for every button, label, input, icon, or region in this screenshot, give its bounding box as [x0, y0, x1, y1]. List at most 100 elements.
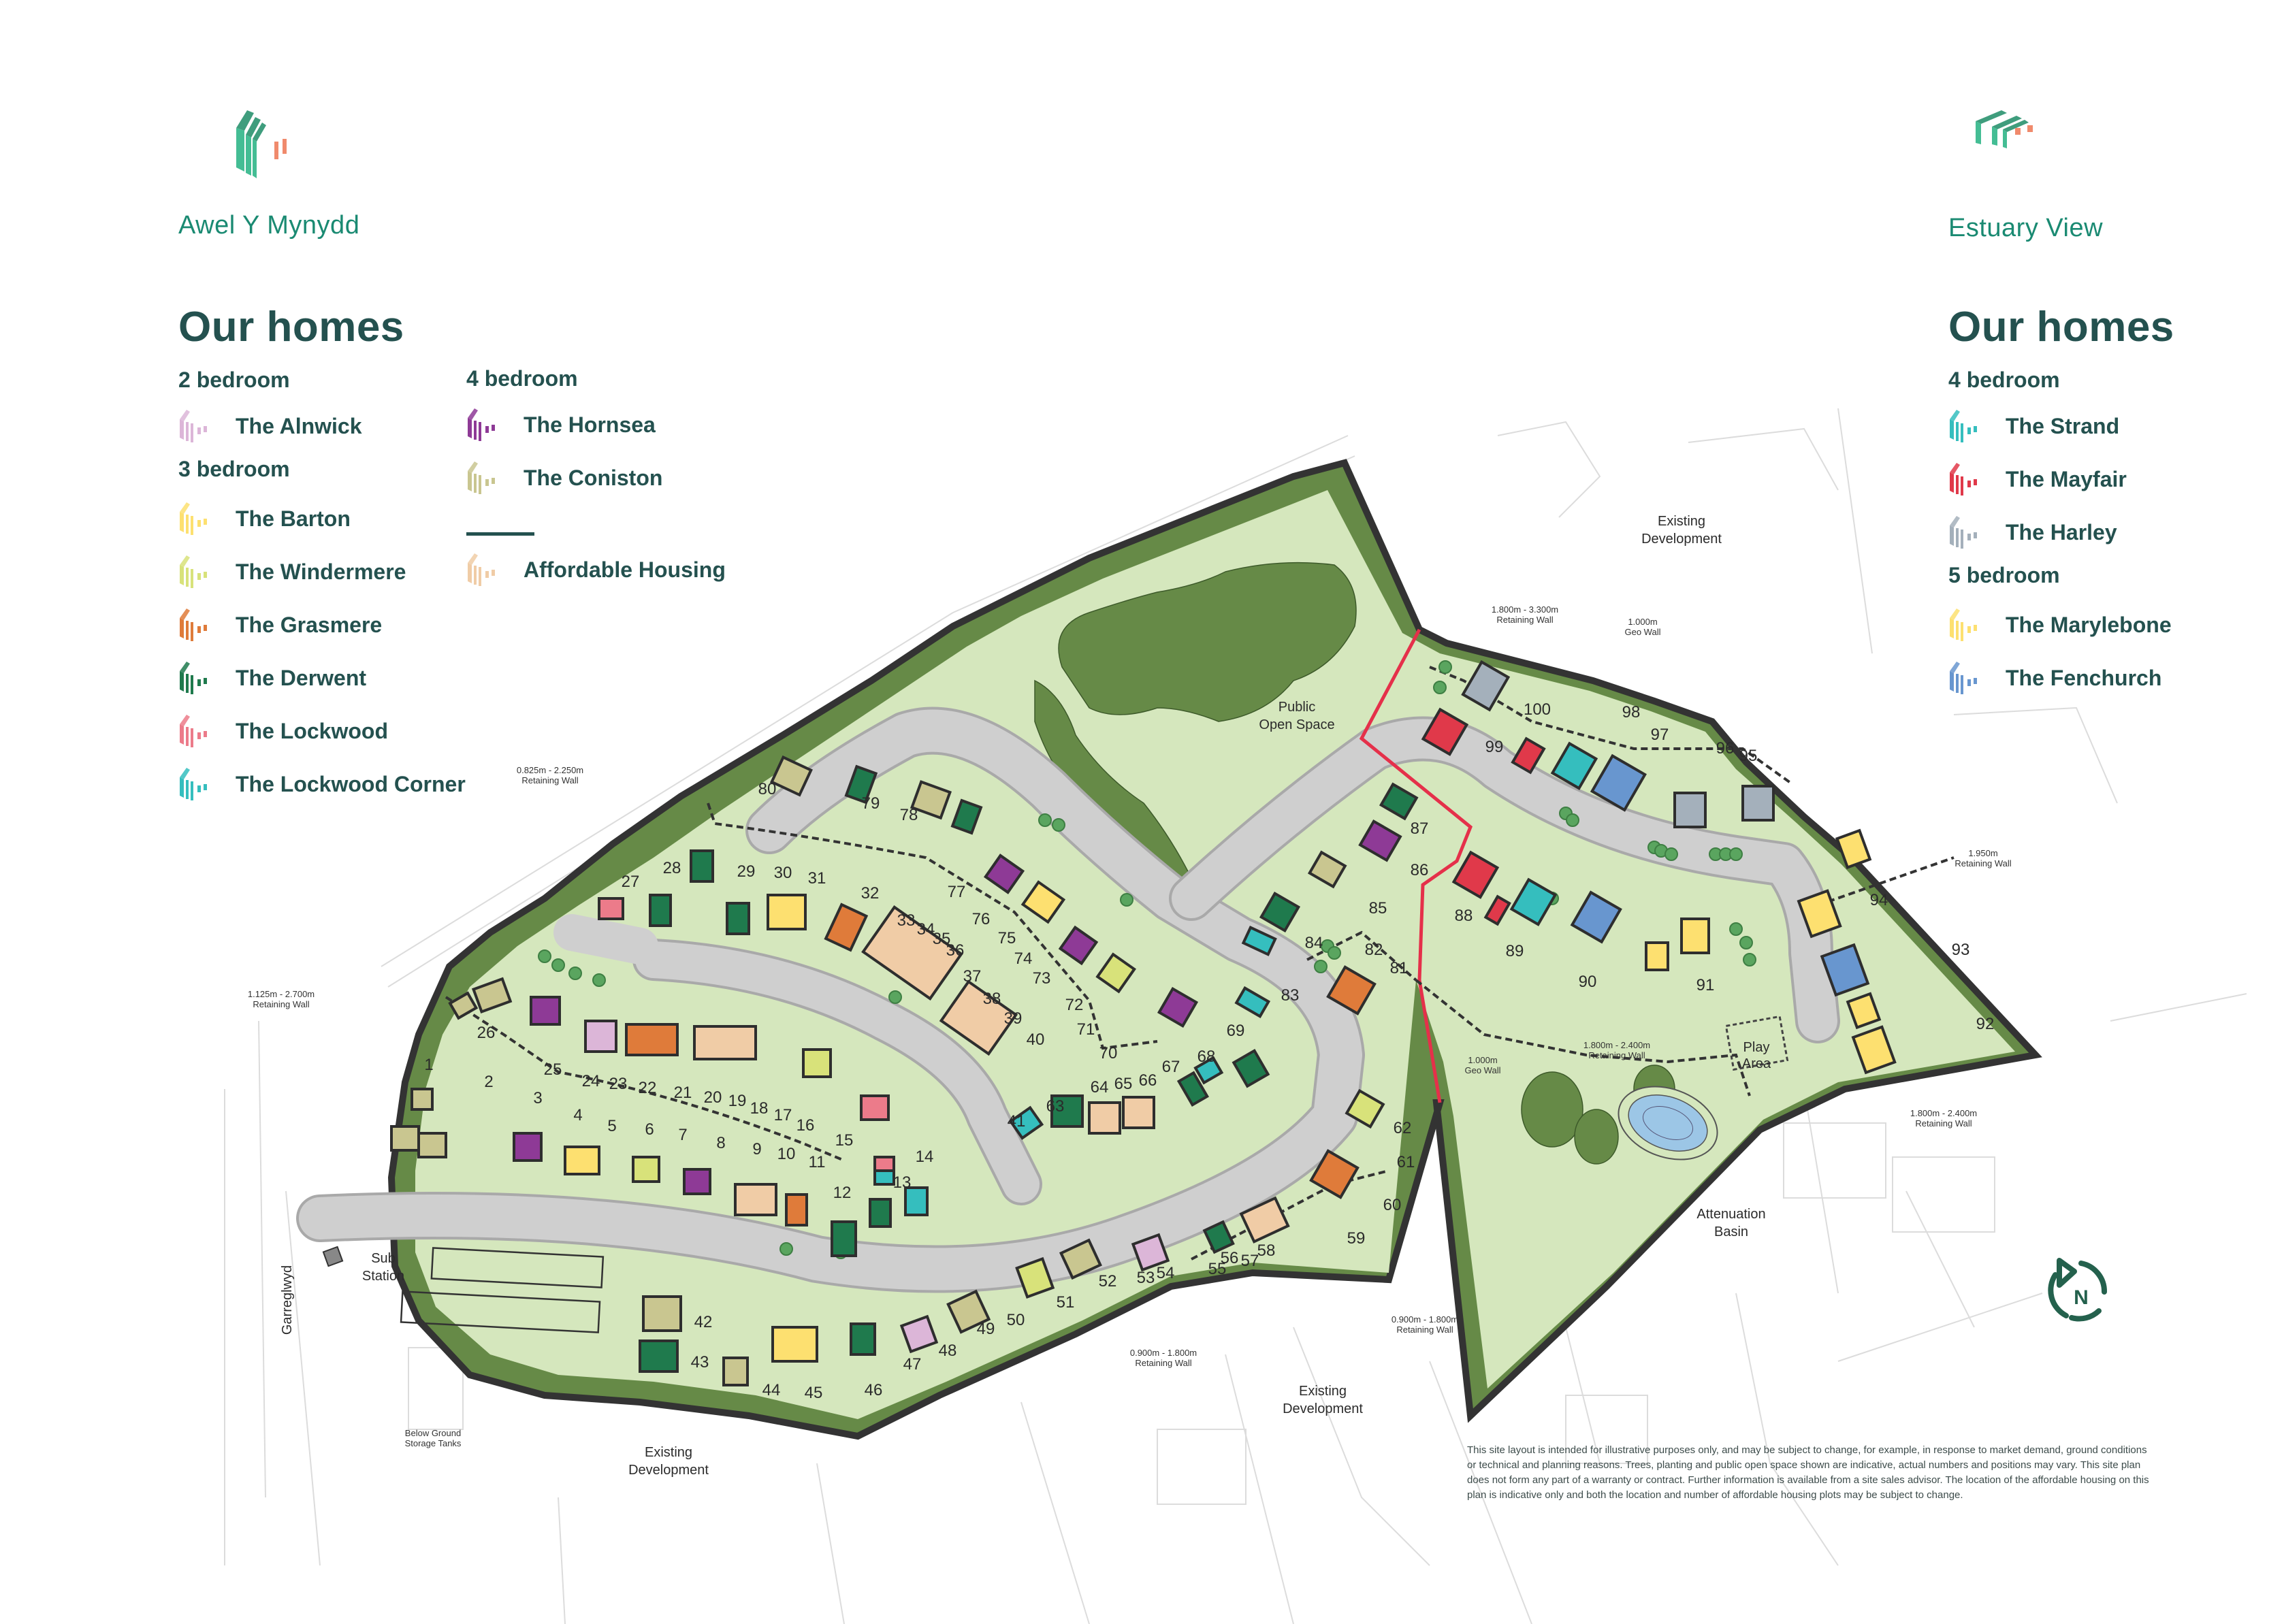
disclaimer-text: This site layout is intended for illustr… [1467, 1444, 2149, 1501]
plot-number: 4 [573, 1106, 582, 1124]
plot-number: 12 [833, 1184, 852, 1202]
north-arrow-compass: N [2046, 1251, 2121, 1329]
house-icon [178, 766, 226, 802]
plot-number: 92 [1976, 1015, 1995, 1033]
plot-number: 25 [544, 1060, 562, 1079]
plot-number: 24 [582, 1072, 600, 1090]
plot-number: 1 [424, 1056, 433, 1074]
legend-item-lockwood-corner: The Lockwood Corner [178, 765, 466, 803]
plot-number: 54 [1157, 1264, 1175, 1282]
plot-number: 44 [762, 1381, 781, 1399]
plot-number: 67 [1162, 1058, 1180, 1076]
development-name-right: Estuary View [1948, 214, 2104, 242]
group-2-bedroom: 2 bedroom [178, 368, 290, 392]
house-icon [178, 554, 226, 589]
house-logo-icon [1976, 110, 2033, 148]
legend-item-hornsea: The Hornsea [466, 406, 726, 444]
plot-number: 5 [607, 1117, 616, 1135]
plot-number: 97 [1651, 726, 1669, 744]
site-open-land [415, 490, 2015, 1419]
plot-number: 3 [533, 1089, 542, 1107]
plot-number: 93 [1952, 941, 1970, 959]
plot-number: 68 [1197, 1048, 1216, 1066]
plot-number: 99 [1485, 738, 1504, 756]
plot-number: 56 [1221, 1249, 1239, 1267]
legend-item-lockwood: The Lockwood [178, 712, 466, 750]
plot-number: 77 [948, 883, 966, 901]
label-road-garreglwyd: Garreglwyd [280, 1265, 295, 1335]
legend-column-1: 2 bedroom The Alnwick 3 bedroom The Bart… [178, 368, 466, 803]
plot-number: 95 [1739, 747, 1758, 765]
plot-number: 71 [1077, 1020, 1095, 1039]
plot-number: 30 [774, 864, 792, 882]
plot-number: 47 [903, 1355, 922, 1374]
legend-divider [466, 532, 534, 536]
attenuation-basin [1618, 1086, 1718, 1160]
plot-number: 63 [1046, 1097, 1065, 1116]
plot-number: 96 [1716, 739, 1735, 758]
plot-number: 9 [752, 1140, 761, 1158]
plot-number: 87 [1411, 819, 1429, 838]
plot-number: 48 [939, 1342, 957, 1360]
plot-number: 42 [694, 1313, 713, 1331]
plot-number: 69 [1227, 1022, 1245, 1040]
plot-number: 80 [758, 780, 777, 798]
legend-item-fenchurch: The Fenchurch [1948, 659, 2172, 697]
plot-number: 55 [1208, 1260, 1227, 1278]
plot-number: 83 [1281, 986, 1300, 1005]
group-4-bedroom-estuary: 4 bedroom [1948, 368, 2060, 392]
house-icon [1948, 515, 1996, 550]
woodland-trees [1034, 562, 1675, 1165]
house-icon [1948, 408, 1996, 444]
storage-tanks [400, 1247, 605, 1333]
plot-number: 58 [1257, 1241, 1276, 1260]
plot-number: 28 [663, 859, 681, 877]
plot-number: 8 [716, 1134, 725, 1152]
plot-number: 33 [897, 911, 916, 930]
house-icon [178, 408, 226, 444]
plot-number: 79 [862, 794, 880, 813]
plot-number: 74 [1014, 949, 1033, 968]
plot-number: 85 [1369, 899, 1387, 917]
plot-number: 61 [1397, 1153, 1415, 1171]
plot-number: 49 [977, 1320, 995, 1338]
estuary-view-logo [1974, 109, 2042, 180]
plot-number: 82 [1365, 941, 1383, 959]
plot-number: 6 [645, 1120, 654, 1139]
our-homes-heading-left: Our homes [178, 304, 404, 351]
plot-number: 18 [750, 1099, 769, 1118]
plot-number: 13 [893, 1173, 912, 1192]
plot-number: 29 [737, 862, 756, 881]
plot-number: 76 [972, 910, 991, 928]
plot-number: 41 [1008, 1112, 1026, 1131]
plot-number: 36 [946, 941, 965, 960]
house-footprints [390, 660, 1897, 1386]
plot-number: 27 [622, 873, 640, 891]
plot-number: 45 [805, 1384, 823, 1402]
house-icon [1948, 461, 1996, 497]
plot-number: 26 [477, 1024, 496, 1042]
plot-number: 31 [808, 869, 826, 888]
house-icon [178, 660, 226, 696]
retaining-walls [445, 666, 1955, 1261]
house-icon [178, 607, 226, 643]
plot-number: 70 [1099, 1044, 1118, 1062]
roads [296, 707, 1840, 1293]
group-5-bedroom: 5 bedroom [1948, 563, 2060, 587]
plot-number: 50 [1007, 1311, 1025, 1329]
plot-number: 51 [1057, 1293, 1075, 1312]
plot-number: 91 [1696, 976, 1715, 994]
